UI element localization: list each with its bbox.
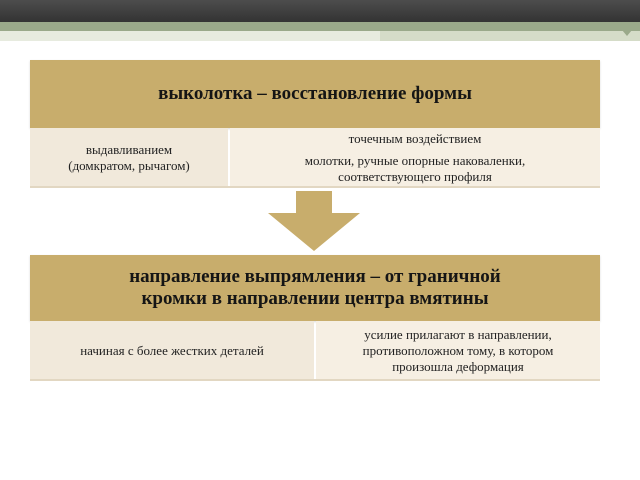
block1-title: выколотка – восстановление формы xyxy=(158,83,472,104)
slide-accent-stripe xyxy=(0,22,640,31)
block1-bottom-line xyxy=(30,186,600,188)
block1-left-line2: (домкратом, рычагом) xyxy=(68,158,190,173)
block2-right-cell: усилие прилагают в направлении, противоп… xyxy=(316,321,600,381)
block2-left-cell: начиная с более жестких деталей xyxy=(30,321,314,381)
slide-top-bar xyxy=(0,0,640,22)
block1-left-line1: выдавливанием xyxy=(85,142,173,157)
corner-triangle-icon xyxy=(622,30,632,36)
block1-left-cell: выдавливанием (домкратом, рычагом) xyxy=(30,128,228,188)
block1-right-line1: точечным воздействием xyxy=(348,131,482,146)
block2-header: направление выпрямления – от граничной к… xyxy=(30,255,600,321)
block1-right-line2: молотки, ручные опорные наковаленки, xyxy=(304,153,526,168)
block1-right-line3: соответствующего профиля xyxy=(338,169,492,184)
block1-right-cell: точечным воздействием молотки, ручные оп… xyxy=(230,128,600,188)
slide-accent-stripe-right xyxy=(380,31,640,41)
block2-right-line1: усилие прилагают в направлении, xyxy=(364,327,552,342)
slide-light-stripe xyxy=(0,31,380,41)
block1-header: выколотка – восстановление формы xyxy=(30,60,600,128)
block2-title-line2: кромки в направлении центра вмятины xyxy=(141,288,489,309)
block2-bottom-line xyxy=(30,379,600,381)
down-arrow-icon xyxy=(268,191,360,251)
block2-left-text: начиная с более жестких деталей xyxy=(80,343,264,358)
block2-right-line2: противоположном тому, в котором xyxy=(362,343,554,358)
block2-title-line1: направление выпрямления – от граничной xyxy=(129,266,501,287)
block2-right-line3: произошла деформация xyxy=(392,359,524,374)
